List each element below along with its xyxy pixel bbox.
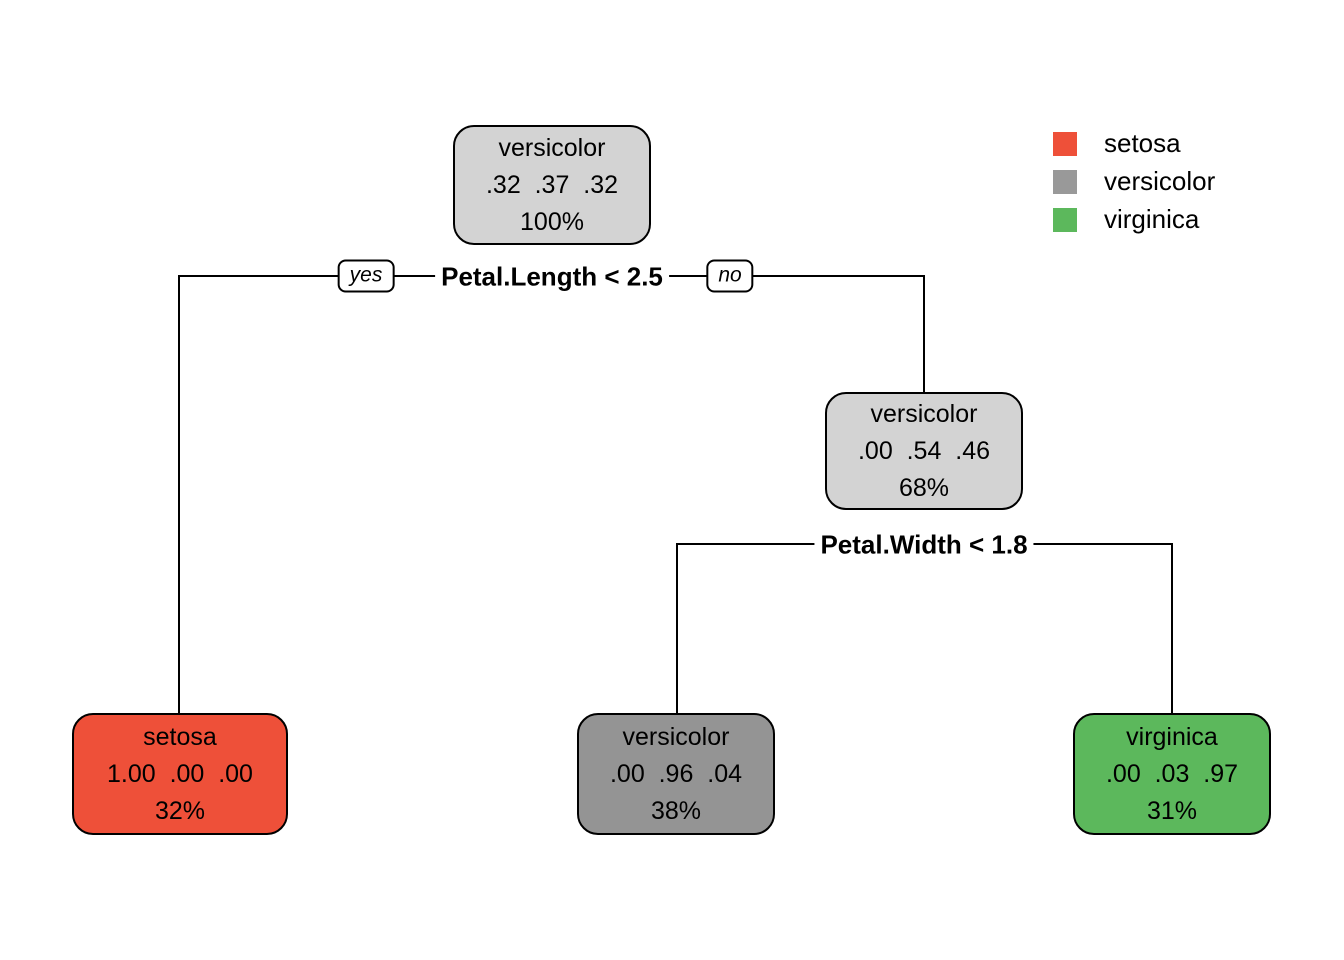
node-class-label: virginica [1126,722,1218,751]
branch-line-left2-vertical [676,543,678,713]
node-class-label: versicolor [498,133,606,162]
split-condition-petal-width: Petal.Width < 1.8 [814,529,1034,561]
legend-label: versicolor [1104,166,1216,196]
node-probabilities: 1.00 .00 .00 [107,759,253,788]
legend-swatch-versicolor [1053,169,1077,194]
node-probabilities: .00 .54 .46 [857,436,991,465]
tree-leaf-setosa: setosa 1.00 .00 .00 32% [72,713,288,835]
node-coverage: 31% [1146,796,1198,825]
tree-leaf-versicolor: versicolor .00 .96 .04 38% [577,713,775,835]
tree-node-root: versicolor .32 .37 .32 100% [453,125,651,245]
tree-leaf-virginica: virginica .00 .03 .97 31% [1073,713,1271,835]
legend-swatch-virginica [1053,207,1077,232]
node-class-label: versicolor [870,399,978,428]
legend-label: virginica [1104,204,1200,234]
yes-branch-badge: yes [337,259,395,293]
node-class-label: versicolor [622,722,730,751]
legend-label: setosa [1104,128,1181,158]
split-condition-petal-length: Petal.Length < 2.5 [435,261,669,293]
tree-node-internal: versicolor .00 .54 .46 68% [825,392,1023,510]
node-coverage: 38% [650,796,702,825]
branch-line-right2-vertical [1171,543,1173,713]
node-coverage: 68% [898,473,950,502]
node-class-label: setosa [143,722,217,751]
legend-item-versicolor: versicolor [1053,166,1216,196]
legend-item-virginica: virginica [1053,204,1215,234]
node-coverage: 100% [520,207,584,236]
legend-item-setosa: setosa [1053,128,1215,158]
class-legend: setosa versicolor virginica [1053,128,1216,234]
branch-line-left1-vertical [178,275,180,713]
no-branch-badge: no [706,259,754,293]
node-probabilities: .32 .37 .32 [485,170,619,199]
node-probabilities: .00 .03 .97 [1105,759,1239,788]
legend-swatch-setosa [1053,131,1077,156]
node-probabilities: .00 .96 .04 [609,759,743,788]
branch-line-right1-vertical [923,275,925,393]
node-coverage: 32% [154,796,206,825]
